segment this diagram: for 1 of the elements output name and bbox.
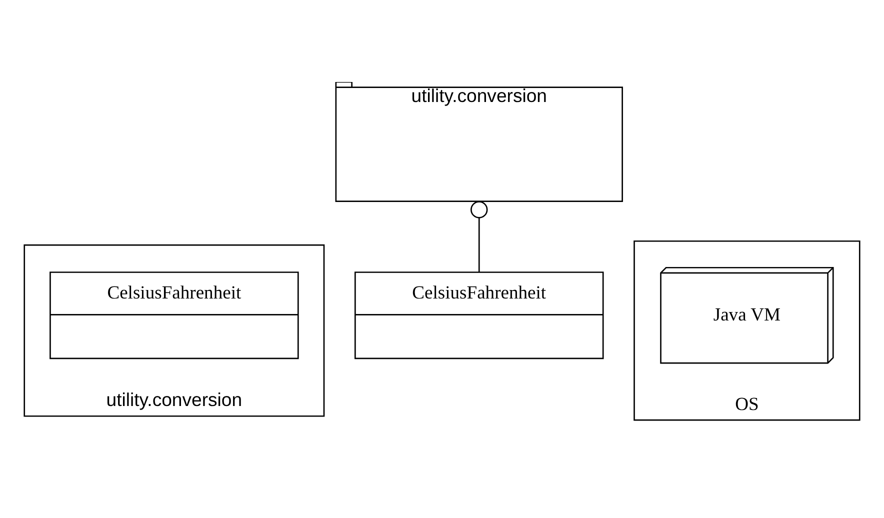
connector: [470, 201, 488, 272]
